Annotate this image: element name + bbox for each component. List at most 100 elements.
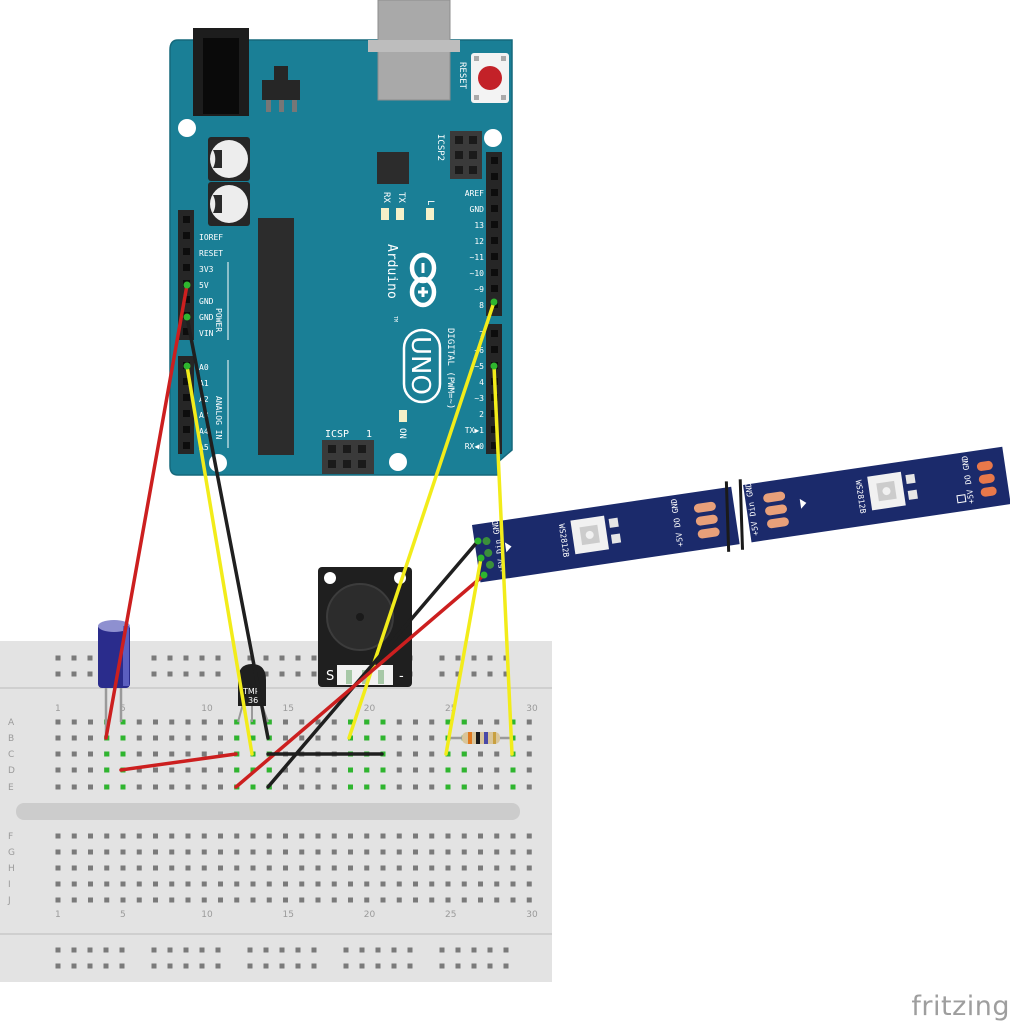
breadboard-hole	[169, 735, 175, 741]
breadboard-hole	[88, 735, 93, 741]
digital-pin-label: TX▶1	[465, 426, 484, 435]
breadboard-hole	[299, 833, 305, 839]
connected-hole	[348, 784, 353, 790]
breadboard-hole	[136, 849, 142, 855]
rail-hole	[263, 671, 269, 677]
rail-hole	[359, 963, 365, 969]
power-pin-label: IOREF	[199, 233, 223, 242]
breadboard-hole	[55, 751, 61, 757]
breadboard-hole	[88, 897, 93, 903]
rail-hole	[199, 947, 205, 953]
wires	[104, 283, 514, 789]
connected-hole	[380, 719, 386, 725]
digital-pin-label: ~9	[474, 285, 484, 294]
analog-pin-label: A3	[199, 411, 209, 420]
breadboard-hole	[169, 833, 175, 839]
breadboard-hole	[71, 865, 77, 871]
power-pin-label: GND	[199, 313, 214, 322]
breadboard-hole	[88, 767, 93, 773]
strip-pad-label: Din	[493, 538, 504, 554]
breadboard-hole	[396, 767, 402, 773]
breadboard-hole	[185, 767, 191, 773]
breadboard-hole	[315, 767, 321, 773]
wire-end	[490, 362, 498, 370]
breadboard-hole	[494, 784, 500, 790]
connected-hole	[348, 719, 353, 725]
breadboard-hole	[55, 784, 61, 790]
rail-hole	[151, 671, 157, 677]
connected-hole	[266, 767, 272, 773]
rail-hole	[71, 671, 77, 677]
breadboard-hole	[429, 767, 435, 773]
breadboard-hole	[153, 849, 158, 855]
rail-hole	[199, 655, 205, 661]
breadboard-hole	[283, 784, 288, 790]
digital-pin-label: GND	[470, 205, 485, 214]
connected-hole	[120, 719, 126, 725]
breadboard-hole	[185, 865, 191, 871]
digital-pin-label: 8	[479, 301, 484, 310]
breadboard-hole	[201, 784, 207, 790]
wire-yellow-pin5	[492, 364, 514, 756]
row-label: D	[8, 766, 15, 776]
strip-pad-label: DO	[672, 517, 682, 528]
breadboard-hole	[526, 849, 532, 855]
breadboard-holes	[55, 655, 532, 969]
breadboard-hole	[250, 897, 256, 903]
rail-hole	[407, 947, 413, 953]
arduino-tm-label: TM	[392, 316, 398, 322]
breadboard-hole	[201, 881, 207, 887]
on-label: ON	[397, 428, 407, 439]
connected-hole	[461, 767, 467, 773]
rail-hole	[167, 947, 173, 953]
connected-hole	[364, 784, 370, 790]
buzzer-pin-gnd: -	[399, 669, 404, 684]
rx-label: RX	[381, 192, 391, 203]
resistor	[448, 732, 512, 744]
breadboard-hole	[55, 881, 61, 887]
rail-hole	[55, 671, 61, 677]
rail-hole	[71, 655, 77, 661]
connected-hole	[510, 719, 516, 725]
breadboard-hole	[461, 833, 467, 839]
tmp36-label-line2: 36	[248, 696, 258, 705]
breadboard-hole	[510, 833, 516, 839]
connected-hole	[120, 751, 126, 757]
breadboard-hole	[234, 881, 240, 887]
power-pin-label: GND	[199, 297, 214, 306]
breadboard-hole	[283, 735, 288, 741]
breadboard-hole	[380, 833, 386, 839]
breadboard-hole	[104, 897, 110, 903]
breadboard-hole	[413, 751, 418, 757]
breadboard-hole	[478, 767, 483, 773]
rail-hole	[487, 947, 493, 953]
breadboard-hole	[429, 881, 435, 887]
breadboard-hole	[185, 784, 191, 790]
strip-pad-label: DO	[963, 474, 973, 485]
left-end-pads	[482, 537, 512, 569]
rail-hole	[263, 963, 269, 969]
breadboard-hole	[429, 897, 435, 903]
breadboard-hole	[380, 865, 386, 871]
wire-endpoints	[183, 281, 498, 579]
breadboard-hole	[396, 865, 402, 871]
breadboard-hole	[136, 897, 142, 903]
breadboard-hole	[234, 897, 240, 903]
breadboard-hole	[494, 897, 500, 903]
breadboard-hole	[348, 897, 353, 903]
breadboard-hole	[104, 833, 110, 839]
breadboard-hole	[169, 897, 175, 903]
breadboard-hole	[234, 849, 240, 855]
led-strip: WS2812B WS2812B +5VDinGND+5VDOGND+5VDinG…	[472, 446, 1010, 583]
breadboard-hole	[153, 784, 158, 790]
wire-red-5v	[104, 283, 189, 740]
digital-pin-label: ~10	[470, 269, 485, 278]
rail-hole	[119, 947, 125, 953]
breadboard-hole	[396, 849, 402, 855]
column-number-bottom: 1	[55, 910, 61, 920]
strip-pad-label: GND	[960, 455, 971, 471]
wire-end	[183, 281, 191, 289]
breadboard-hole	[299, 897, 305, 903]
rail-hole	[151, 655, 157, 661]
